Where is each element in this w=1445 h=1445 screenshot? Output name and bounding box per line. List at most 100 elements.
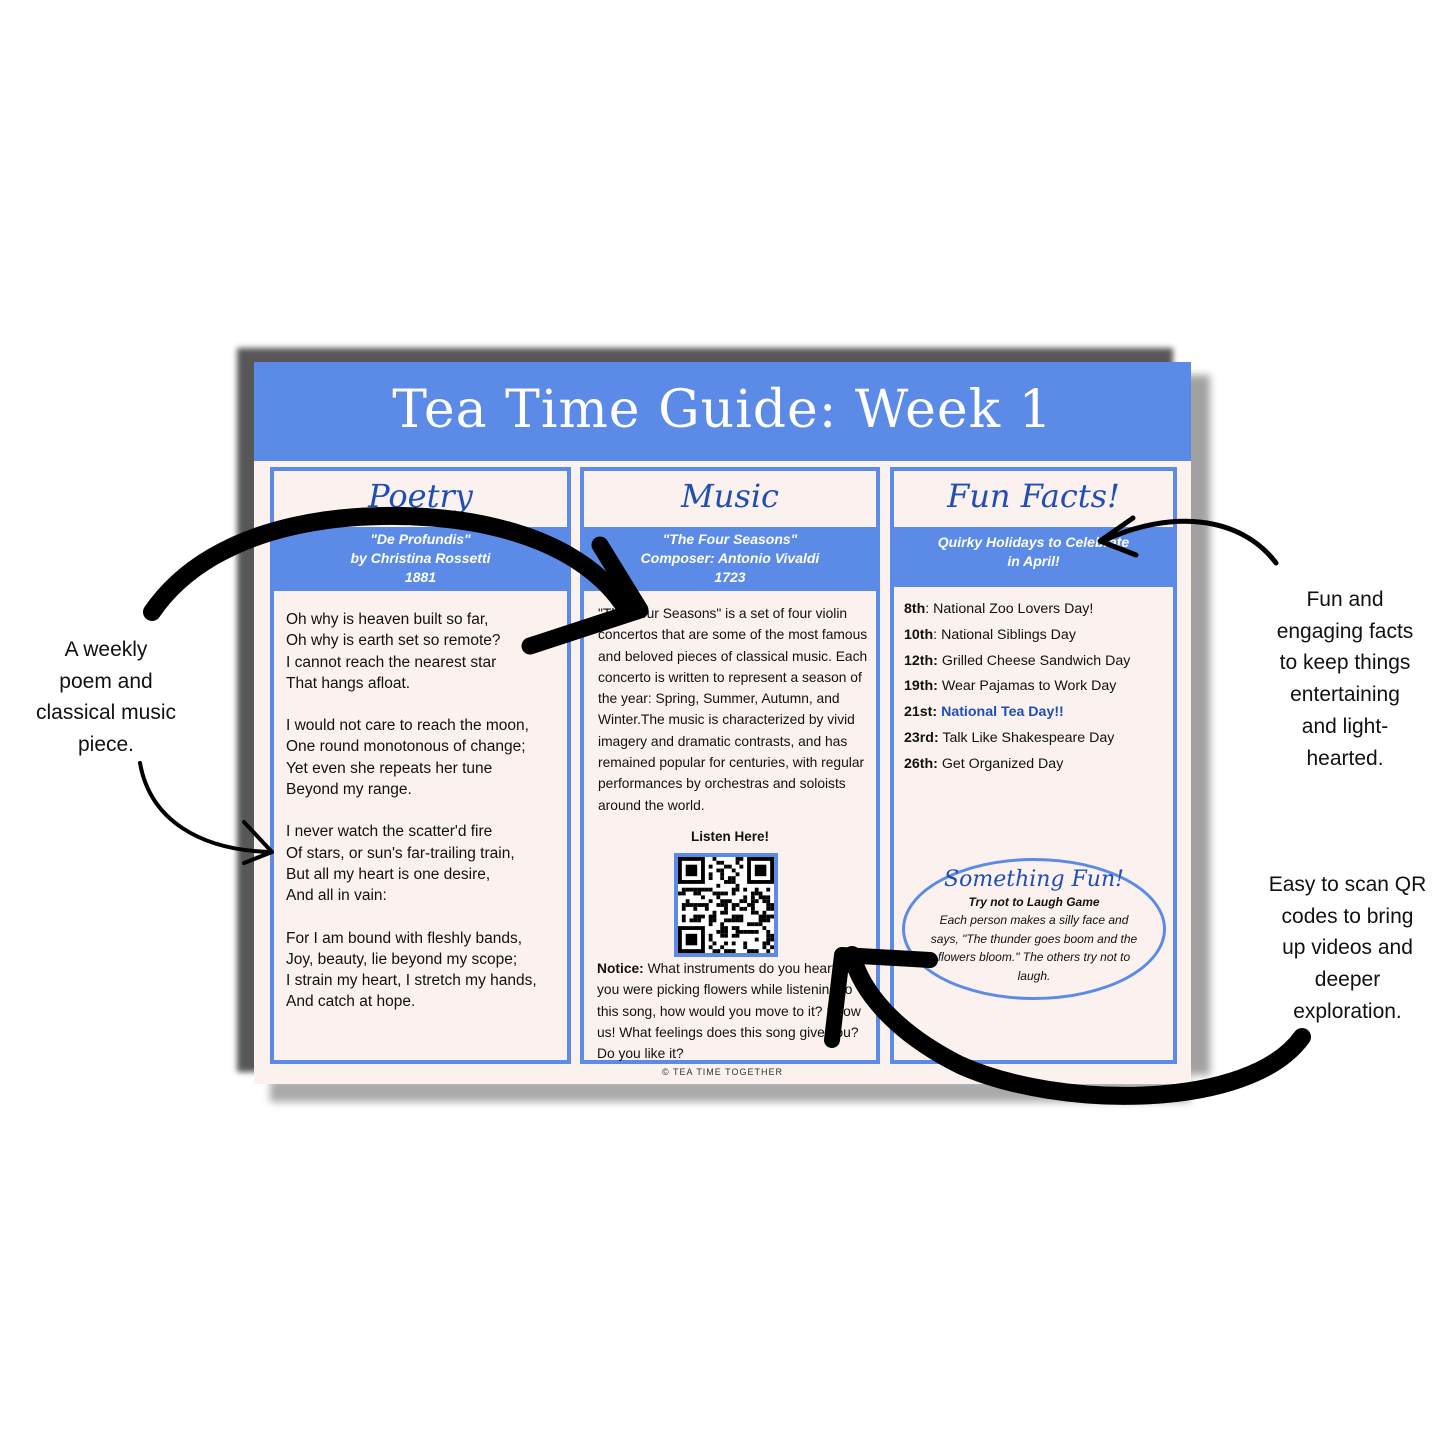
poem-line: For I am bound with fleshly bands, xyxy=(286,929,523,947)
annotation-line: engaging facts xyxy=(1276,619,1414,643)
annotation-line: hearted. xyxy=(1306,746,1384,770)
annotation-right-top: Fun and engaging facts to keep things enter… xyxy=(1255,584,1435,774)
fun-facts-subheading: Quirky Holidays to Celebrate in April! xyxy=(894,527,1173,583)
poem-stanza: Oh why is heaven built so far, Oh why is … xyxy=(286,609,537,694)
poem-line: Yet even she repeats her tune xyxy=(286,759,493,777)
poem-line: That hangs afloat. xyxy=(286,674,411,692)
poem-line: I never watch the scatter'd fire xyxy=(286,823,493,841)
poem-line: And all in vain: xyxy=(286,887,387,905)
holiday-date: 23rd: xyxy=(904,729,939,746)
holiday-date: 12th: xyxy=(904,652,938,669)
annotation-line: Easy to scan QR xyxy=(1268,873,1427,896)
annotation-line: classical music xyxy=(35,701,177,725)
guide-sheet: Tea Time Guide: Week 1 Poetry "De Profun… xyxy=(254,362,1191,1084)
arrow-fun-facts xyxy=(1102,518,1279,566)
poem-line: I would not care to reach the moon, xyxy=(286,717,529,735)
holiday-item: 26th: Get Organized Day xyxy=(904,752,1130,778)
poem-line: Of stars, or sun's far-trailing train, xyxy=(286,844,515,862)
annotation-line: entertaining xyxy=(1290,683,1400,707)
copyright-footer: © TEA TIME TOGETHER xyxy=(662,1067,783,1077)
music-year: 1723 xyxy=(714,569,746,585)
annotation-line: piece. xyxy=(77,733,135,757)
arrow-qr xyxy=(843,946,1311,1105)
holiday-name: National Zoo Lovers Day! xyxy=(929,601,1094,617)
poem-stanza: For I am bound with fleshly bands, Joy, b… xyxy=(286,928,537,1013)
annotation-line: deeper xyxy=(1314,968,1381,992)
music-heading: Music xyxy=(681,477,779,515)
poem-line: Beyond my range. xyxy=(286,781,412,799)
holiday-name: Grilled Cheese Sandwich Day xyxy=(937,652,1131,669)
poem-line: But all my heart is one desire, xyxy=(286,865,491,883)
annotation-left: A weekly poem and classical music piece. xyxy=(20,634,192,761)
holiday-list: 8th: National Zoo Lovers Day!10th: Natio… xyxy=(904,597,1130,778)
arrow-left-small xyxy=(138,761,272,854)
annotation-line: and light- xyxy=(1301,714,1389,738)
notice-text: What instruments do you hear? If you wer… xyxy=(597,961,861,1062)
listen-label: Listen Here! xyxy=(690,829,770,844)
poem-line: Joy, beauty, lie beyond my scope; xyxy=(286,950,518,968)
holiday-name: Wear Pajamas to Work Day xyxy=(937,678,1117,695)
game-name: Try not to Laugh Game xyxy=(968,895,1100,909)
music-info-band: "The Four Seasons" Composer: Antonio Viv… xyxy=(584,527,876,587)
poem-line: One round monotonous of change; xyxy=(286,738,526,756)
holiday-separator: : xyxy=(925,601,930,617)
holiday-item: 23rd: Talk Like Shakespeare Day xyxy=(904,726,1130,752)
holiday-date: 10th xyxy=(904,626,934,643)
notice-label: Notice: xyxy=(597,961,644,976)
poem-line: I cannot reach the nearest star xyxy=(286,653,497,671)
annotation-line: codes to bring xyxy=(1281,904,1414,928)
arrow-poetry-to-music xyxy=(143,506,637,621)
arrow-left-small-head xyxy=(242,820,274,865)
music-description: "The Four Seasons" is a set of four viol… xyxy=(598,606,868,813)
annotation-line: up videos and xyxy=(1282,936,1413,960)
poem-line: And catch at hope. xyxy=(286,993,416,1011)
annotation-line: A weekly xyxy=(64,638,148,661)
holiday-separator: : xyxy=(933,626,938,643)
annotation-line: exploration. xyxy=(1293,999,1402,1023)
poem-line: Oh why is heaven built so far, xyxy=(286,611,489,628)
arrow-qr-head xyxy=(824,947,938,1048)
arrow-fun-facts-head xyxy=(1097,515,1139,558)
music-notice: Notice: What instruments do you hear? If… xyxy=(597,958,867,1064)
fun-facts-column: Fun Facts! Quirky Holidays to Celebrate … xyxy=(890,467,1177,1064)
game-description: Each person makes a silly face and says,… xyxy=(930,913,1138,983)
fun-facts-heading: Fun Facts! xyxy=(947,477,1120,515)
poem-author: by Christina Rossetti xyxy=(350,550,491,566)
poem-text: Oh why is heaven built so far, Oh why is … xyxy=(286,609,537,1034)
poem-body: Oh why is heaven built so far, Oh why is … xyxy=(274,587,567,1060)
holiday-item: 21st: National Tea Day!! xyxy=(904,700,1130,726)
holiday-name: National Siblings Day xyxy=(937,626,1076,643)
holiday-item: 8th: National Zoo Lovers Day! xyxy=(904,597,1130,623)
holiday-date: 21st: xyxy=(904,704,938,721)
something-fun-title: Something Fun! xyxy=(944,867,1124,892)
annotation-line: poem and xyxy=(59,669,153,693)
poem-line: Oh why is earth set so remote? xyxy=(286,632,501,650)
title-banner: Tea Time Guide: Week 1 xyxy=(254,362,1191,461)
something-fun-oval: Something Fun! Try not to Laugh Game Eac… xyxy=(902,858,1166,1000)
sheet-shadow-bottom xyxy=(270,1080,1190,1102)
poem-stanza: I would not care to reach the moon, One r… xyxy=(286,715,537,800)
holiday-item: 10th: National Siblings Day xyxy=(904,623,1130,649)
qr-code-icon xyxy=(678,857,774,953)
music-composer: Composer: Antonio Vivaldi xyxy=(640,550,820,566)
poem-line: I strain my heart, I stretch my hands, xyxy=(286,972,537,990)
music-column: Music "The Four Seasons" Composer: Anton… xyxy=(580,467,880,1064)
arrow-poetry-to-music-head xyxy=(521,536,649,655)
holiday-name: National Tea Day!! xyxy=(937,704,1064,721)
annotation-line: Fun and xyxy=(1306,588,1384,611)
music-body: "The Four Seasons" is a set of four viol… xyxy=(584,587,876,1061)
annotation-line: to keep things xyxy=(1279,651,1411,675)
holiday-date: 19th: xyxy=(904,678,938,695)
holiday-date: 26th: xyxy=(904,755,938,772)
holiday-date: 8th xyxy=(904,601,926,617)
page-title: Tea Time Guide: Week 1 xyxy=(392,380,1053,440)
holiday-item: 19th: Wear Pajamas to Work Day xyxy=(904,674,1130,700)
holiday-name: Get Organized Day xyxy=(937,755,1064,772)
music-piece: "The Four Seasons" xyxy=(662,531,798,547)
poem-stanza: I never watch the scatter'd fire Of stars… xyxy=(286,821,537,906)
poem-title: "De Profundis" xyxy=(370,531,471,547)
holiday-name: Talk Like Shakespeare Day xyxy=(938,729,1115,746)
qr-code[interactable] xyxy=(674,853,778,957)
fun-facts-body: 8th: National Zoo Lovers Day!10th: Natio… xyxy=(894,583,1173,1060)
